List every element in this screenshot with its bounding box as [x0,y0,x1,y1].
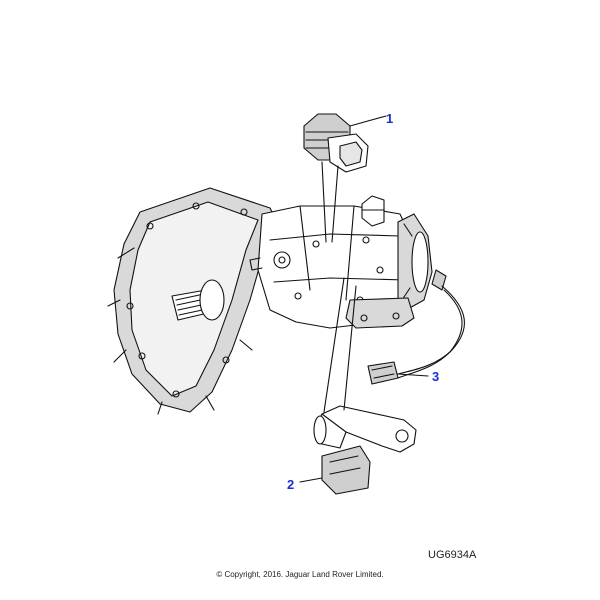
gearbox-top-lug [361,195,385,227]
speed-sensor-bracket-leader [299,277,357,483]
gearbox-mount-bracket [345,297,415,329]
input-shaft [171,279,225,321]
callout-label: 1 [386,111,394,126]
callout-label: 2 [287,477,295,492]
copyright-notice: © Copyright, 2016. Jaguar Land Rover Lim… [216,570,384,579]
reference-code: UG6934A [428,549,477,561]
sensor-harness-part [367,269,465,385]
callout-label: 3 [432,369,440,384]
sensor-switch-top-leader [321,115,387,243]
sensor-switch-top-part [303,113,369,173]
speed-sensor-bracket-part [313,405,417,495]
gearbox-tail-housing [397,213,433,311]
